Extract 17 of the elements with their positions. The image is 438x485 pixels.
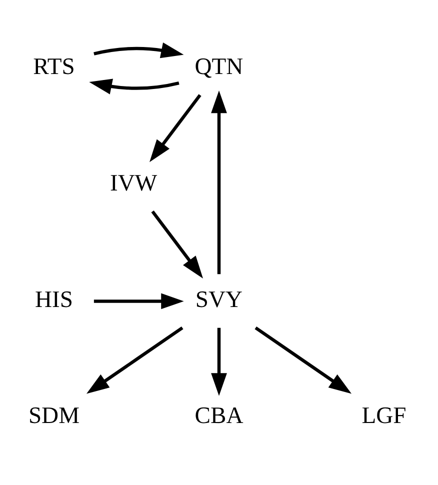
node-text: RTS [33,54,75,80]
arrow [254,326,352,394]
arrow [151,210,204,278]
node-text: SVY [195,286,243,312]
arrow [211,90,227,274]
arrow [89,78,180,94]
node-text: HIS [35,286,73,312]
node-text: LGF [362,402,406,429]
arrow [86,326,184,394]
node-text: CBA [194,402,244,429]
arrow [94,292,184,309]
node-text: IVW [110,170,158,196]
arrow [94,42,184,58]
arrow [211,327,227,396]
node-text: SDM [28,402,80,429]
arrow [150,94,202,162]
node-text: QTN [194,54,244,80]
